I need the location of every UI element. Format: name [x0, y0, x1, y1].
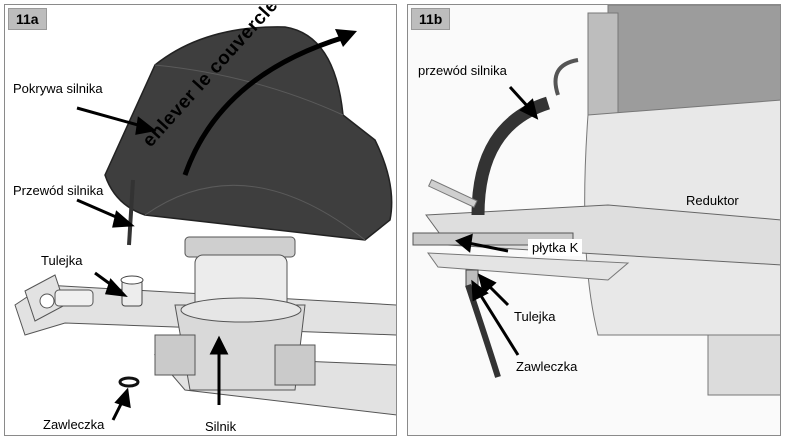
- split-pin-part: [465, 284, 501, 378]
- split-pin-part: [118, 376, 140, 388]
- figure-tag: 11a: [8, 8, 47, 30]
- remove-cover-arrow: [182, 34, 346, 176]
- label-gearbox: Reduktor: [686, 193, 739, 208]
- motor-cover: [104, 26, 393, 241]
- label-split-pin: Zawleczka: [516, 359, 578, 374]
- leader-arrows: [455, 85, 539, 356]
- motor-body: [154, 236, 316, 391]
- motor-wire: [127, 179, 135, 246]
- label-motor-wire: Przewód silnika: [13, 183, 104, 198]
- label-motor-wire: przewód silnika: [418, 63, 507, 78]
- figure-11a-illustration: [14, 26, 396, 421]
- label-bushing: Tulejka: [514, 309, 556, 324]
- figure-11b: 11b przewód silnika Reduktor płytka K Tu…: [407, 4, 781, 436]
- leader-arrows: [76, 106, 229, 421]
- figure-tag: 11b: [411, 8, 451, 30]
- remove-cover-arrowhead: [335, 29, 357, 47]
- label-plate-k: płytka K: [528, 239, 583, 256]
- label-motor-cover: Pokrywa silnika: [13, 81, 103, 96]
- label-bushing: Tulejka: [41, 253, 83, 268]
- lower-bracket: [426, 252, 630, 281]
- figure-11a: 11a Pokrywa silnika Przewód silnika Tule…: [4, 4, 397, 436]
- label-split-pin: Zawleczka: [43, 417, 105, 432]
- figure-11b-illustration: [408, 5, 780, 435]
- bushing-part: [120, 275, 144, 307]
- label-motor: Silnik: [205, 419, 237, 434]
